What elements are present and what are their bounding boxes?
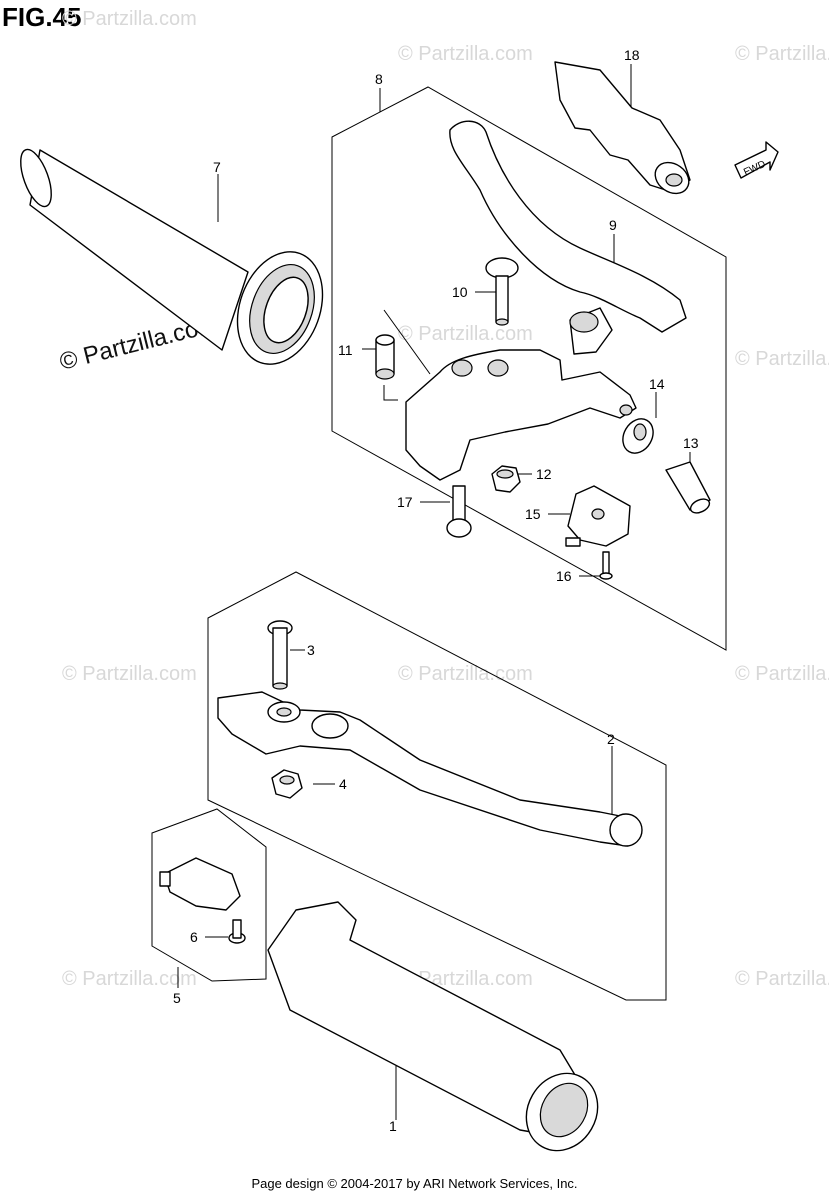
- callout-7: 7: [213, 159, 221, 175]
- part-17-screw: [446, 485, 472, 538]
- figure-title: FIG.45: [2, 2, 82, 32]
- callout-11: 11: [338, 342, 353, 358]
- callout-8: 8: [375, 71, 383, 87]
- callout-18: 18: [624, 47, 640, 63]
- part-14-adjuster: [622, 418, 654, 454]
- part-18-cover: [554, 61, 691, 195]
- watermark-text: © Partzilla.com: [735, 663, 829, 685]
- part-9-clutch-lever: [449, 120, 687, 355]
- watermark-text: © Partzilla.com: [398, 43, 533, 65]
- watermark-text: © Partzilla.com: [62, 663, 197, 685]
- callout-5: 5: [173, 990, 181, 1006]
- callout-4: 4: [339, 776, 347, 792]
- part-3-pivot-bolt: [267, 620, 293, 690]
- watermark-text: © Partzilla.com: [398, 663, 533, 685]
- watermark-text: © Partzilla.com: [735, 348, 829, 370]
- callout-3: 3: [307, 642, 315, 658]
- watermark-text: © Partzilla.com: [735, 43, 829, 65]
- watermark-text: © Partzilla.com: [62, 8, 197, 30]
- page-footer: Page design © 2004-2017 by ARI Network S…: [251, 1176, 578, 1191]
- callout-16: 16: [556, 568, 572, 584]
- leader-lines: [177, 64, 691, 1120]
- part-1-throttle-grip: [267, 901, 599, 1152]
- watermarks: © Partzilla.com © Partzilla.com © Partzi…: [57, 8, 829, 990]
- callout-2: 2: [607, 731, 615, 747]
- watermark-text: © Partzilla.com: [735, 968, 829, 990]
- callout-9: 9: [609, 217, 617, 233]
- part-11-collar: [375, 334, 395, 380]
- part-8-lever-holder: [405, 349, 637, 481]
- part-15-switch: [565, 485, 631, 547]
- callout-12: 12: [536, 466, 552, 482]
- part-16-screw: [599, 551, 613, 580]
- part-6-screw: [228, 919, 246, 944]
- callout-14: 14: [649, 376, 665, 392]
- part-13-screw: [665, 461, 711, 514]
- callout-10: 10: [452, 284, 468, 300]
- group-frame-5: [151, 808, 267, 982]
- callout-17: 17: [397, 494, 413, 510]
- group-frame-8: [331, 86, 727, 651]
- part-4-nut: [271, 769, 303, 799]
- callouts: 1 2 3 4 5 6 7 8 9 10 11 12 13 14 15 16 1…: [173, 47, 699, 1134]
- callout-13: 13: [683, 435, 699, 451]
- callout-6: 6: [190, 929, 198, 945]
- fwd-arrow-icon: FWD: [734, 141, 779, 179]
- callout-15: 15: [525, 506, 541, 522]
- watermark-text: © Partzilla.com: [398, 323, 533, 345]
- part-5-switch: [159, 857, 241, 911]
- callout-1: 1: [389, 1118, 397, 1134]
- part-2-brake-lever: [217, 691, 643, 847]
- part-7-grip: [20, 148, 324, 365]
- part-10-pivot-bolt: [485, 257, 519, 326]
- watermark-text: © Partzilla.com: [62, 968, 197, 990]
- group-frame-2: [207, 571, 667, 1001]
- part-12-nut: [491, 465, 521, 493]
